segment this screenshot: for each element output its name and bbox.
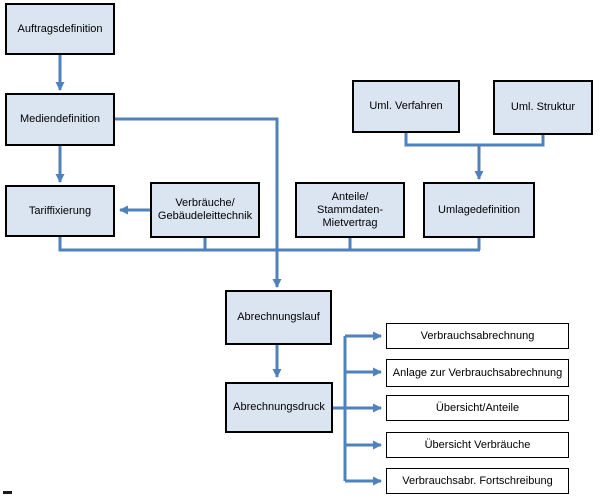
line-uml-merge	[404, 133, 545, 147]
arrow-medien-to-abrechnungslauf	[115, 117, 282, 288]
output-verbrauchsabrechnung: Verbrauchsabrechnung	[386, 323, 569, 349]
node-tariffixierung: Tariffixierung	[5, 185, 115, 237]
node-verbraeuche-gebaeudeleittechnik: Verbräuche/ Gebäudeleittechnik	[150, 182, 260, 238]
output-verbrauchsabr-fortschreibung: Verbrauchsabr. Fortschreibung	[386, 468, 569, 494]
node-mediendefinition: Mediendefinition	[5, 93, 115, 146]
output-anlage-zur-verbrauchsabrechnung: Anlage zur Verbrauchsabrechnung	[386, 359, 569, 387]
node-umlagedefinition: Umlagedefinition	[423, 182, 535, 238]
dash-artifact	[3, 491, 12, 494]
node-abrechnungsdruck: Abrechnungsdruck	[225, 382, 333, 433]
node-uml-struktur: Uml. Struktur	[493, 80, 593, 135]
node-auftragsdefinition: Auftragsdefinition	[5, 3, 115, 55]
line-collector-bus	[58, 237, 481, 252]
output-uebersicht-anteile: Übersicht/Anteile	[386, 395, 569, 421]
output-uebersicht-verbraeuche: Übersicht Verbräuche	[386, 432, 569, 458]
node-anteile-stammdaten-mietvertrag: Anteile/ Stammdaten- Mietvertrag	[295, 182, 405, 238]
node-uml-verfahren: Uml. Verfahren	[352, 80, 460, 133]
line-druck-to-spine	[333, 336, 347, 481]
node-abrechnungslauf: Abrechnungslauf	[225, 290, 332, 345]
